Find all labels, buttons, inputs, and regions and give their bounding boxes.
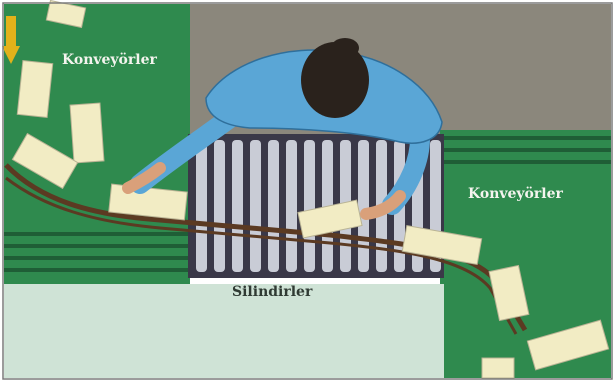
roller	[250, 140, 261, 272]
roller	[214, 140, 225, 272]
label-conveyor-left: Konveyörler	[62, 52, 157, 68]
roller-bed	[188, 134, 444, 278]
bottom-floor-area	[4, 284, 444, 378]
roller	[196, 140, 207, 272]
box	[17, 61, 52, 118]
roller	[268, 140, 279, 272]
roller	[286, 140, 297, 272]
roller	[232, 140, 243, 272]
roller	[304, 140, 315, 272]
box	[482, 358, 514, 378]
box	[70, 103, 104, 163]
label-conveyor-right: Konveyörler	[468, 186, 563, 202]
label-rollers: Silindirler	[232, 284, 313, 300]
roller	[358, 140, 369, 272]
